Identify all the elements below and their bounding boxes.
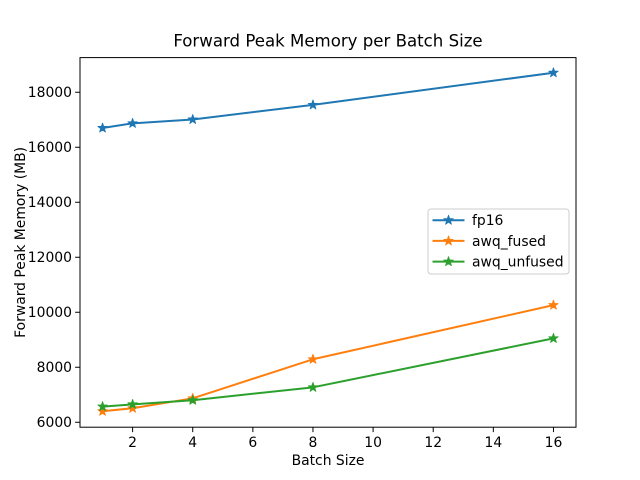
series-line-awq_unfused (101, 337, 555, 408)
x-tick-label: 6 (248, 435, 257, 451)
plot-border (79, 57, 577, 428)
star-marker-awq_unfused (127, 398, 138, 409)
star-marker-awq_unfused (187, 394, 198, 405)
chart-title: Forward Peak Memory per Batch Size (173, 32, 482, 51)
y-tick-label: 10000 (28, 305, 72, 321)
x-tick-label: 14 (484, 435, 502, 451)
y-tick-label: 8000 (37, 360, 72, 376)
star-marker-fp16 (548, 67, 559, 78)
x-tick-label: 16 (545, 435, 563, 451)
legend: fp16 awq_fused awq_unfused (427, 208, 570, 275)
star-marker-fp16 (187, 114, 198, 124)
star-marker-awq_fused (127, 402, 138, 413)
y-tick-label: 6000 (37, 415, 72, 431)
star-marker-fp16 (307, 99, 319, 110)
series-line-awq_fused (101, 304, 555, 413)
star-marker-awq_fused (548, 299, 559, 310)
x-tick-label: 4 (188, 435, 197, 451)
star-marker-fp16 (97, 122, 108, 133)
star-marker-awq_unfused (307, 381, 319, 392)
y-tick-label: 14000 (28, 195, 72, 211)
legend-label-fp16: fp16 (472, 213, 503, 229)
x-axis-label: Batch Size (292, 453, 365, 469)
y-axis-label: Forward Peak Memory (MB) (13, 147, 29, 338)
legend-marker-awq_unfused (443, 256, 454, 267)
series-line-fp16 (101, 71, 555, 129)
star-marker-awq_unfused (97, 401, 108, 412)
legend-box (427, 208, 570, 275)
axis-ticks: 2 4 6 8 10 12 14 16 6000 8000 10000 12000 14000 16000… (28, 85, 563, 451)
legend-label-awq_unfused: awq_unfused (472, 255, 564, 271)
x-tick-label: 12 (424, 435, 442, 451)
y-tick-label: 16000 (28, 140, 72, 156)
x-tick-label: 8 (309, 435, 318, 451)
star-marker-awq_unfused (548, 332, 559, 343)
star-marker-awq_fused (307, 353, 319, 364)
star-marker-awq_fused (97, 405, 108, 416)
x-tick-label: 2 (128, 435, 137, 451)
legend-marker-awq_fused (443, 235, 454, 246)
legend-label-awq_fused: awq_fused (472, 234, 546, 250)
data-series (97, 67, 559, 416)
star-marker-fp16 (127, 117, 138, 128)
legend-marker-fp16 (443, 214, 454, 225)
x-tick-label: 10 (364, 435, 382, 451)
y-tick-label: 18000 (28, 85, 72, 101)
y-tick-label: 12000 (28, 250, 72, 266)
